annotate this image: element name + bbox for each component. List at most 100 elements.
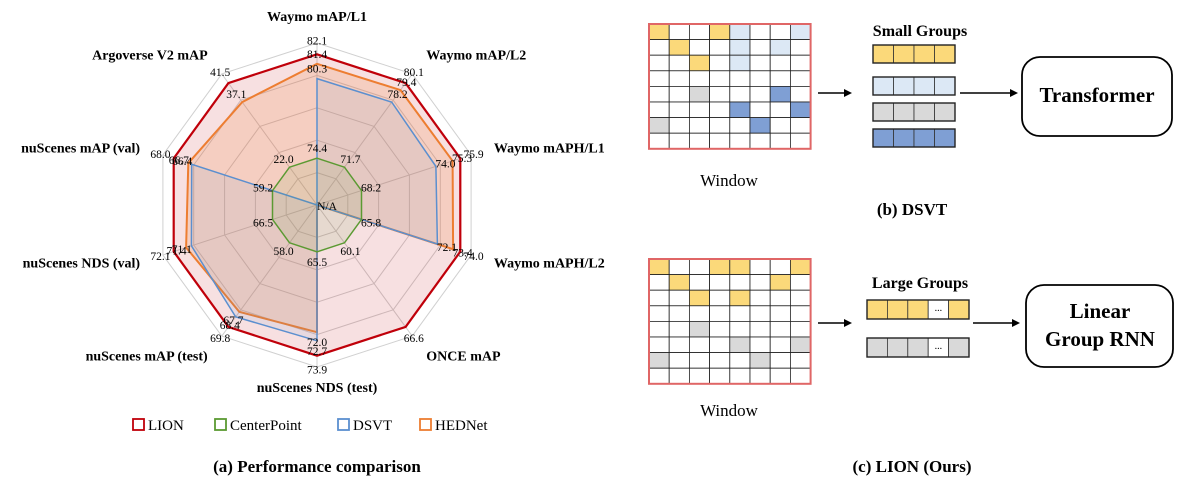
window-cell [789, 39, 811, 56]
value-label-dsvt: 80.3 [307, 64, 327, 76]
value-label-dsvt: 71.1 [172, 244, 192, 256]
window-cell [769, 320, 791, 338]
window-cell [709, 23, 731, 41]
window-cell [709, 336, 731, 354]
large-group-cell [886, 337, 909, 358]
window-cell [648, 70, 670, 87]
window-cell [648, 258, 670, 276]
window-cell [668, 352, 690, 369]
small-group-cell [913, 102, 935, 122]
value-label-hednet: 73.4 [453, 247, 473, 259]
window-cell [668, 23, 690, 41]
value-label-dsvt: 78.2 [388, 89, 408, 101]
window-cell [668, 367, 690, 385]
value-label-lion: 80.1 [404, 67, 424, 79]
window-cell [688, 289, 710, 307]
legend-swatch-hednet [419, 418, 432, 431]
window-cell [749, 320, 771, 338]
window-cell [648, 367, 670, 385]
small-group-cell [893, 76, 915, 96]
window-cell [688, 86, 710, 103]
window-cell [749, 117, 771, 134]
window-cell [648, 274, 670, 291]
window-cell [729, 289, 751, 307]
window-cell [709, 86, 731, 103]
axis-label: ONCE mAP [426, 350, 501, 365]
radar-chart: 82.180.175.974.066.673.969.872.168.041.5… [21, 10, 605, 476]
grid-spoke [221, 204, 318, 337]
window-cell [749, 132, 771, 150]
dsvt-arrow-1-head [844, 89, 852, 97]
small-group-cell [872, 44, 894, 64]
linear-group-rnn-label-line2: Group RNN [1045, 327, 1155, 351]
transformer-box [1021, 56, 1173, 137]
value-label-centerpoint: 22.0 [274, 154, 294, 166]
radar-series-layer [172, 53, 462, 357]
window-cell [729, 336, 751, 354]
grid-spoke [316, 204, 413, 337]
window-cell [688, 101, 710, 119]
window-cell [688, 39, 710, 56]
window-cell [749, 367, 771, 385]
window-cell [789, 54, 811, 72]
window-cell [769, 117, 791, 134]
window-cell [749, 70, 771, 87]
grid-spoke [316, 73, 413, 206]
window-cell [789, 305, 811, 322]
series-dsvt-polygon [190, 77, 439, 342]
value-label-centerpoint: 68.2 [361, 183, 381, 195]
value-label-centerpoint: 71.7 [340, 154, 360, 166]
large-group-cell [866, 337, 888, 358]
dsvt-caption: (b) DSVT [877, 200, 948, 219]
window-cell [749, 274, 771, 291]
window-cell [668, 320, 690, 338]
small-group-cell [934, 76, 956, 96]
radar-value-labels: 82.180.175.974.066.673.969.872.168.041.5… [150, 35, 484, 376]
lion-arrow-2-head [1012, 319, 1020, 327]
value-label-lion: 68.0 [150, 149, 170, 161]
window-cell [709, 39, 731, 56]
window-cell [648, 336, 670, 354]
small-group-bar [872, 102, 956, 122]
window-cell [709, 117, 731, 134]
window-cell [749, 352, 771, 369]
window-cell [688, 367, 710, 385]
grid-spoke [221, 73, 318, 206]
window-cell [769, 23, 791, 41]
window-cell [749, 23, 771, 41]
axis-label: nuScenes mAP (test) [86, 350, 208, 365]
large-group-cell [866, 299, 888, 320]
window-cell [789, 258, 811, 276]
lion-arrow-1-head [844, 319, 852, 327]
window-cell [688, 54, 710, 72]
small-group-cell [934, 44, 956, 64]
window-cell [769, 258, 791, 276]
window-cell [709, 305, 731, 322]
window-cell [688, 336, 710, 354]
window-cell [648, 132, 670, 150]
window-cell [789, 117, 811, 134]
window-cell [729, 101, 751, 119]
window-cell [769, 289, 791, 307]
legend-label-dsvt: DSVT [353, 418, 392, 434]
window-cell [709, 352, 731, 369]
legend-label-centerpoint: CenterPoint [230, 418, 302, 434]
lion-caption: (c) LION (Ours) [853, 457, 972, 476]
window-cell [749, 289, 771, 307]
value-label-centerpoint: 65.5 [307, 257, 327, 269]
axis-label: nuScenes mAP (val) [21, 142, 140, 157]
window-cell [648, 39, 670, 56]
window-cell [769, 54, 791, 72]
small-group-cell [872, 76, 894, 96]
linear-group-rnn-label-line1: Linear [1070, 299, 1131, 323]
large-group-bar [866, 299, 970, 320]
window-cell [789, 336, 811, 354]
window-cell [749, 101, 771, 119]
window-cell [688, 70, 710, 87]
small-group-cell [893, 44, 915, 64]
value-label-lion: 69.8 [210, 333, 230, 345]
window-cell [729, 320, 751, 338]
legend-swatch-centerpoint [214, 418, 227, 431]
value-label-hednet: 67.7 [223, 315, 243, 327]
